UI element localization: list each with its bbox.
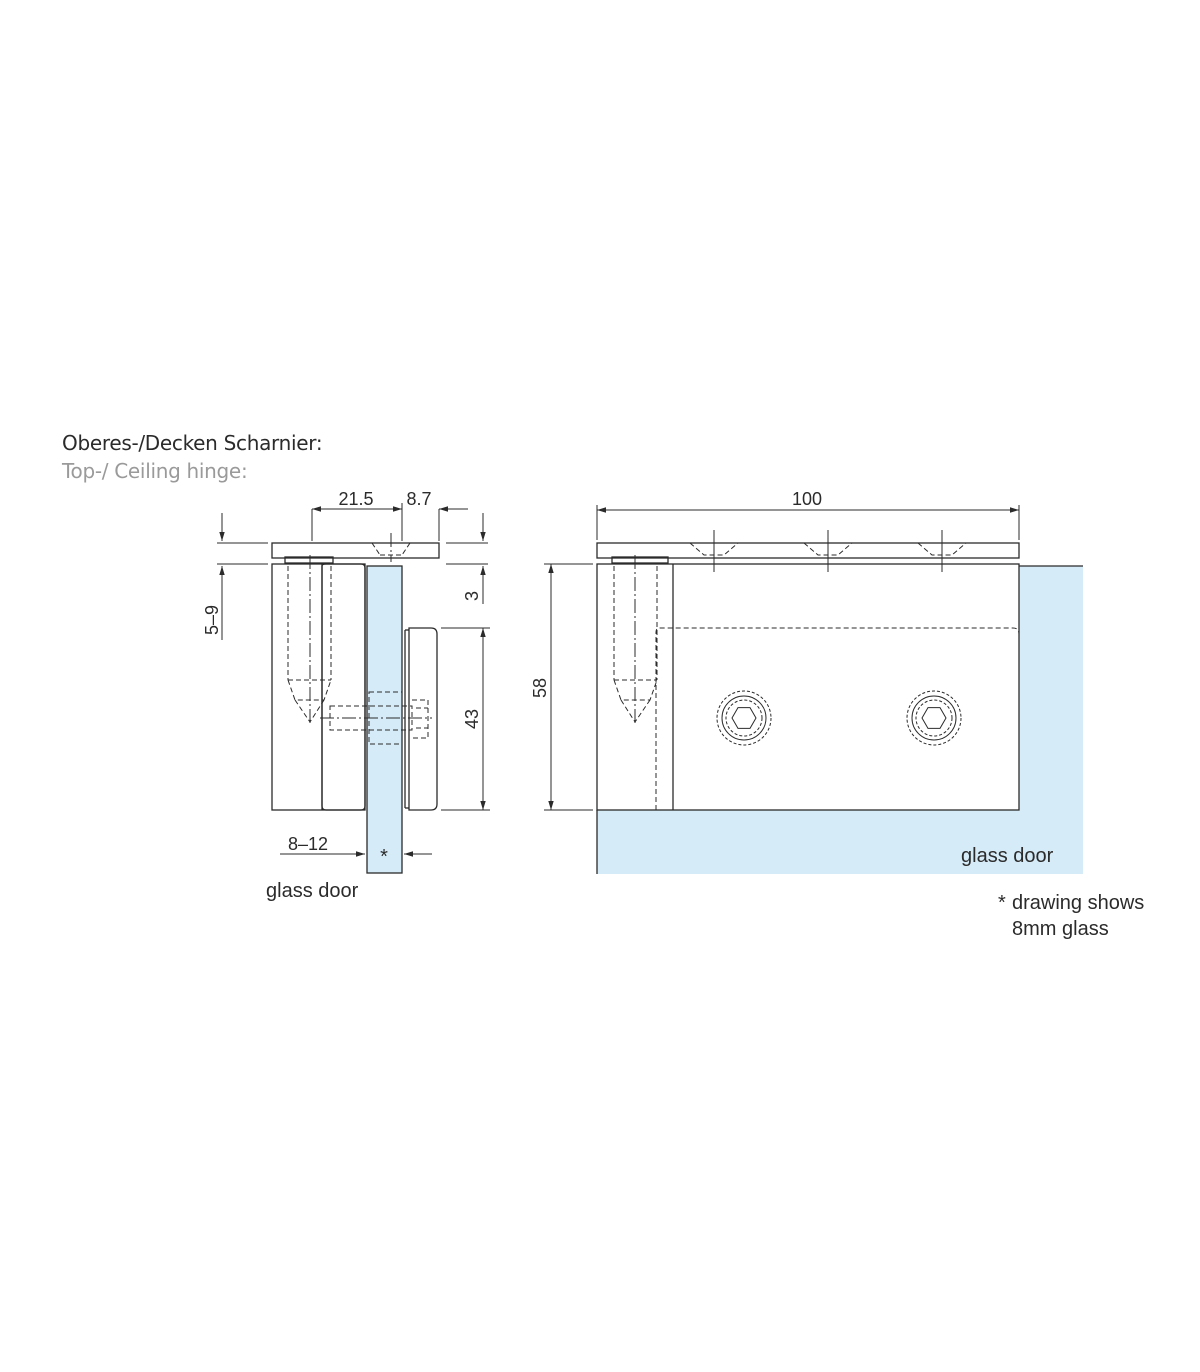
hinge-body-front <box>596 563 1020 811</box>
screw-left <box>716 690 772 746</box>
dim-clamp-height: 43 <box>462 709 482 729</box>
dim-height-range: 5–9 <box>202 605 222 635</box>
label-glass-door-front: glass door <box>961 845 1054 867</box>
plate-pin-head <box>284 556 334 564</box>
side-view: 21.5 8.7 5–9 3 43 8–12 * glass door <box>202 489 490 902</box>
hinge-body-side <box>271 563 366 811</box>
top-plate-side <box>271 542 440 559</box>
dim-side-width: 21.5 <box>338 489 373 509</box>
note-line-2: 8mm glass <box>1012 918 1109 940</box>
title-english: Top-/ Ceiling hinge: <box>62 459 248 483</box>
front-view: 100 58 glass door * drawing shows 8mm gl… <box>530 489 1144 940</box>
note-line-1: drawing shows <box>1012 892 1144 914</box>
label-glass-door-side: glass door <box>266 880 359 902</box>
dim-gap: 3 <box>462 591 482 601</box>
dim-glass-thickness: 8–12 <box>288 834 328 854</box>
screw-right <box>906 690 962 746</box>
title-german: Oberes-/Decken Scharnier: <box>62 431 323 455</box>
note-asterisk: * <box>998 892 1006 914</box>
glass-panel-side <box>366 565 403 874</box>
asterisk-marker: * <box>380 846 388 868</box>
top-plate-front <box>596 542 1020 559</box>
clamp-plate-side <box>408 627 438 811</box>
dim-total-width: 100 <box>792 489 822 509</box>
dim-total-height: 58 <box>530 678 550 698</box>
dim-side-plate: 8.7 <box>406 489 431 509</box>
glass-panel-front-bottom <box>597 810 1083 874</box>
